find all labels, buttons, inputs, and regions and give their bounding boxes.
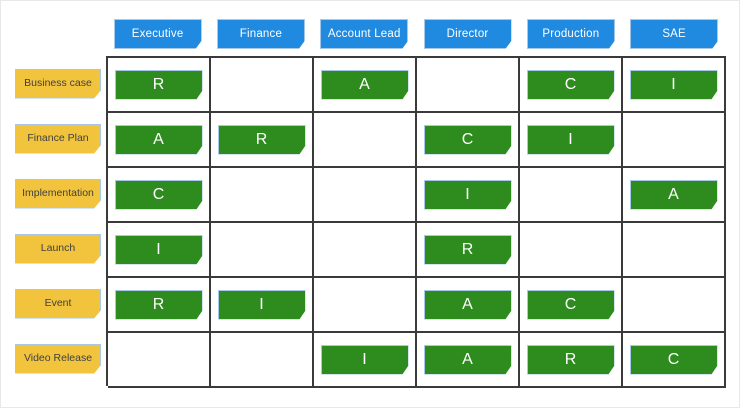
matrix-cell: R [520, 333, 623, 388]
row-label-chip-business-case[interactable]: Business case [15, 68, 101, 99]
column-header-chip-director[interactable]: Director [423, 19, 512, 49]
matrix-cell [108, 333, 211, 388]
raci-chip[interactable]: A [423, 289, 512, 320]
matrix-cell [623, 223, 726, 278]
raci-chip[interactable]: A [629, 179, 718, 210]
matrix-cell [211, 58, 314, 113]
row-label-cell: Business case [15, 56, 101, 111]
row-label-column: Business case Finance Plan Implementatio… [15, 56, 101, 386]
matrix-cell: A [623, 168, 726, 223]
row-label-chip-event[interactable]: Event [15, 288, 101, 319]
matrix-cell: R [417, 223, 520, 278]
matrix-cell [314, 113, 417, 168]
row-label-cell: Implementation [15, 166, 101, 221]
matrix-cell [314, 168, 417, 223]
raci-chip[interactable]: A [320, 69, 409, 100]
raci-chip[interactable]: C [423, 124, 512, 155]
raci-chip[interactable]: R [114, 69, 203, 100]
table-row: R I A C [108, 278, 726, 333]
raci-chip[interactable]: R [423, 234, 512, 265]
raci-chip[interactable]: I [629, 69, 718, 100]
column-header-chip-finance[interactable]: Finance [216, 19, 305, 49]
column-header-cell: SAE [622, 19, 725, 49]
table-row: I R [108, 223, 726, 278]
raci-chip[interactable]: R [526, 344, 615, 375]
matrix-cell: C [417, 113, 520, 168]
raci-chip[interactable]: C [629, 344, 718, 375]
matrix-cell [623, 278, 726, 333]
row-label-cell: Launch [15, 221, 101, 276]
matrix-cell [520, 223, 623, 278]
matrix-cell: I [108, 223, 211, 278]
matrix-cell: A [417, 278, 520, 333]
matrix-cell [417, 58, 520, 113]
column-header-chip-account-lead[interactable]: Account Lead [320, 19, 409, 49]
table-row: I A R C [108, 333, 726, 388]
column-header-chip-executive[interactable]: Executive [113, 19, 202, 49]
row-label-chip-launch[interactable]: Launch [15, 233, 101, 264]
column-header-cell: Director [416, 19, 519, 49]
row-label-chip-video-release[interactable]: Video Release [15, 343, 101, 374]
column-header-chip-production[interactable]: Production [526, 19, 615, 49]
row-label-cell: Video Release [15, 331, 101, 386]
matrix-cell: I [314, 333, 417, 388]
raci-chip[interactable]: I [423, 179, 512, 210]
raci-chip[interactable]: I [526, 124, 615, 155]
matrix-cell: A [417, 333, 520, 388]
row-label-cell: Event [15, 276, 101, 331]
column-header-row: Executive Finance Account Lead Director … [106, 19, 726, 49]
raci-chip[interactable]: I [114, 234, 203, 265]
table-row: A R C I [108, 113, 726, 168]
row-label-chip-finance-plan[interactable]: Finance Plan [15, 123, 101, 154]
row-label-cell: Finance Plan [15, 111, 101, 166]
column-header-chip-sae[interactable]: SAE [630, 19, 719, 49]
matrix-grid: R A C I A R C I C I A I R [106, 56, 726, 388]
matrix-cell: R [108, 278, 211, 333]
matrix-cell: R [211, 113, 314, 168]
matrix-cell [314, 278, 417, 333]
matrix-cell: I [417, 168, 520, 223]
matrix-cell: I [211, 278, 314, 333]
raci-chip[interactable]: A [423, 344, 512, 375]
matrix-cell: C [520, 278, 623, 333]
column-header-cell: Finance [209, 19, 312, 49]
raci-chip[interactable]: R [114, 289, 203, 320]
matrix-cell: C [108, 168, 211, 223]
matrix-cell [211, 333, 314, 388]
raci-chip[interactable]: C [526, 289, 615, 320]
matrix-cell: C [623, 333, 726, 388]
raci-chip[interactable]: C [526, 69, 615, 100]
raci-chip[interactable]: I [320, 344, 409, 375]
column-header-cell: Executive [106, 19, 209, 49]
matrix-cell: I [520, 113, 623, 168]
raci-chip[interactable]: C [114, 179, 203, 210]
matrix-cell [211, 223, 314, 278]
raci-chip[interactable]: A [114, 124, 203, 155]
matrix-cell [623, 113, 726, 168]
table-row: C I A [108, 168, 726, 223]
column-header-cell: Production [519, 19, 622, 49]
matrix-cell [211, 168, 314, 223]
row-label-chip-implementation[interactable]: Implementation [15, 178, 101, 209]
matrix-cell: C [520, 58, 623, 113]
matrix-cell: R [108, 58, 211, 113]
matrix-cell: I [623, 58, 726, 113]
matrix-cell: A [314, 58, 417, 113]
raci-chip[interactable]: I [217, 289, 306, 320]
matrix-cell: A [108, 113, 211, 168]
column-header-cell: Account Lead [313, 19, 416, 49]
table-row: R A C I [108, 58, 726, 113]
matrix-cell [520, 168, 623, 223]
raci-chip[interactable]: R [217, 124, 306, 155]
matrix-cell [314, 223, 417, 278]
